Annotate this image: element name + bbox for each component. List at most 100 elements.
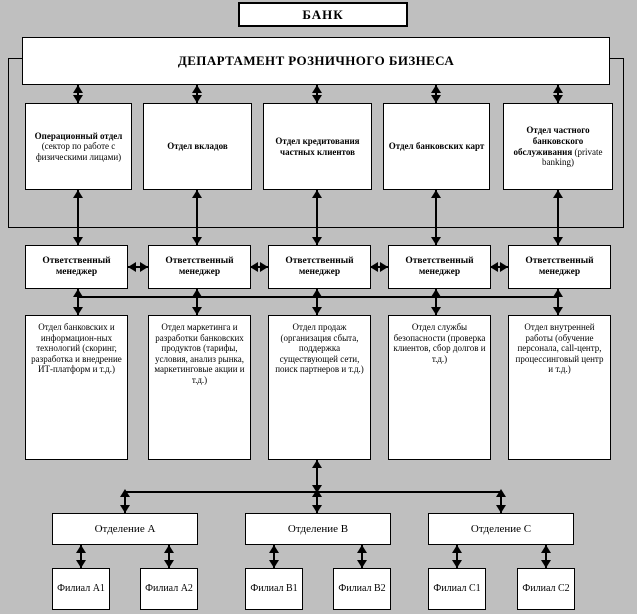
arrowhead-dept-3-down bbox=[431, 95, 441, 103]
arrowhead-mgr-func-1-down bbox=[192, 307, 202, 315]
node-branch-2: Отделение C bbox=[428, 513, 574, 545]
node-department-0-detail: (сектор по работе с физическими лицами) bbox=[35, 141, 122, 162]
arrowhead-branch-0-down bbox=[120, 505, 130, 513]
arrowhead-mgr-1-2-left bbox=[250, 262, 258, 272]
arrowhead-dept-mgr-0-down bbox=[73, 237, 83, 245]
arrowhead-office-4-up bbox=[452, 545, 462, 553]
arrowhead-sales-bus-up bbox=[312, 460, 322, 468]
arrowhead-dept-0-down bbox=[73, 95, 83, 103]
node-department-4-detail: (private banking) bbox=[542, 146, 603, 168]
node-function-3-label: Отдел службы безопасности (проверка клие… bbox=[393, 322, 486, 364]
arrowhead-office-0-up bbox=[76, 545, 86, 553]
node-department-0-title: Операционный отдел bbox=[34, 130, 123, 141]
node-manager-1: Ответственный менеджер bbox=[148, 245, 251, 289]
arrowhead-dept-4-up bbox=[553, 85, 563, 93]
node-branch-2-label: Отделение C bbox=[470, 522, 532, 535]
arrowhead-dept-mgr-1-down bbox=[192, 237, 202, 245]
arrowhead-branch-0-up bbox=[120, 489, 130, 497]
arrowhead-dept-2-up bbox=[312, 85, 322, 93]
connector-dept-3 bbox=[435, 85, 437, 103]
node-function-2: Отдел продаж (организация сбыта, поддерж… bbox=[268, 315, 371, 460]
node-manager-1-label: Ответственный менеджер bbox=[165, 255, 234, 277]
arrowhead-mgr-0-1-right bbox=[140, 262, 148, 272]
arrowhead-dept-mgr-1-up bbox=[192, 190, 202, 198]
node-function-2-label: Отдел продаж (организация сбыта, поддерж… bbox=[275, 322, 364, 375]
arrowhead-mgr-func-0-down bbox=[73, 307, 83, 315]
node-department-1: Отдел вкладов bbox=[143, 103, 252, 190]
arrowhead-dept-1-up bbox=[192, 85, 202, 93]
node-manager-4-label: Ответственный менеджер bbox=[525, 255, 594, 277]
connector-bus-branch-2 bbox=[500, 491, 502, 513]
node-department-2-title: Отдел кредитования частных клиентов bbox=[275, 135, 360, 157]
arrowhead-dept-mgr-2-down bbox=[312, 237, 322, 245]
arrowhead-office-5-up bbox=[541, 545, 551, 553]
arrowhead-dept-mgr-0-up bbox=[73, 190, 83, 198]
arrowhead-office-2-up bbox=[269, 545, 279, 553]
node-office-3-label: Филиал B2 bbox=[338, 583, 386, 595]
connector-mgr-3-4 bbox=[491, 266, 508, 268]
connector-branch-office-1 bbox=[168, 545, 170, 568]
node-office-0-label: Филиал A1 bbox=[57, 583, 105, 595]
node-manager-3-label: Ответственный менеджер bbox=[405, 255, 474, 277]
node-department-4: Отдел частного банковского обслуживания … bbox=[503, 103, 613, 190]
connector-dept-0 bbox=[77, 85, 79, 103]
arrowhead-mgr-3-4-right bbox=[500, 262, 508, 272]
arrowhead-office-4-down bbox=[452, 560, 462, 568]
arrowhead-dept-mgr-4-up bbox=[553, 190, 563, 198]
connector-mgr-func-1 bbox=[196, 289, 198, 315]
connector-mgr-0-1 bbox=[128, 266, 148, 268]
connector-dept-4 bbox=[557, 85, 559, 103]
node-office-0: Филиал A1 bbox=[52, 568, 110, 610]
connector-dept-mgr-4 bbox=[557, 190, 559, 245]
connector-dept-1 bbox=[196, 85, 198, 103]
arrowhead-dept-3-up bbox=[431, 85, 441, 93]
arrowhead-mgr-func-1-up bbox=[192, 289, 202, 297]
node-function-0-label: Отдел банковских и информацион-ных техно… bbox=[31, 322, 122, 375]
arrowhead-dept-1-down bbox=[192, 95, 202, 103]
node-office-5-label: Филиал C2 bbox=[522, 583, 570, 595]
connector-branch-office-3 bbox=[361, 545, 363, 568]
connector-mgr-func-0 bbox=[77, 289, 79, 315]
node-manager-4: Ответственный менеджер bbox=[508, 245, 611, 289]
arrowhead-dept-mgr-3-up bbox=[431, 190, 441, 198]
node-manager-3: Ответственный менеджер bbox=[388, 245, 491, 289]
node-department-3: Отдел банковских карт bbox=[383, 103, 490, 190]
arrowhead-dept-mgr-4-down bbox=[553, 237, 563, 245]
arrowhead-office-5-down bbox=[541, 560, 551, 568]
connector-dept-mgr-1 bbox=[196, 190, 198, 245]
connector-branch-office-2 bbox=[273, 545, 275, 568]
node-department-2: Отдел кредитования частных клиентов bbox=[263, 103, 372, 190]
arrowhead-office-2-down bbox=[269, 560, 279, 568]
node-branch-1-label: Отделение B bbox=[287, 522, 349, 535]
arrowhead-mgr-0-1-left bbox=[128, 262, 136, 272]
arrowhead-dept-mgr-3-down bbox=[431, 237, 441, 245]
arrowhead-mgr-func-2-down bbox=[312, 307, 322, 315]
arrowhead-mgr-func-2-up bbox=[312, 289, 322, 297]
arrowhead-mgr-func-0-up bbox=[73, 289, 83, 297]
arrowhead-mgr-1-2-right bbox=[260, 262, 268, 272]
node-function-4-label: Отдел внутренней работы (обучение персон… bbox=[515, 322, 604, 375]
node-manager-2-label: Ответственный менеджер bbox=[285, 255, 354, 277]
arrowhead-mgr-func-3-up bbox=[431, 289, 441, 297]
connector-dept-2 bbox=[316, 85, 318, 103]
node-office-1-label: Филиал A2 bbox=[145, 583, 193, 595]
node-manager-0: Ответственный менеджер bbox=[25, 245, 128, 289]
connector-bus-branch-1 bbox=[316, 491, 318, 513]
node-bank-label: БАНК bbox=[302, 6, 344, 22]
node-function-1: Отдел маркетинга и разработки банковских… bbox=[148, 315, 251, 460]
node-department-1-title: Отдел вкладов bbox=[167, 141, 228, 152]
connector-branch-office-0 bbox=[80, 545, 82, 568]
node-office-2: Филиал B1 bbox=[245, 568, 303, 610]
arrowhead-dept-mgr-2-up bbox=[312, 190, 322, 198]
node-branch-0-label: Отделение A bbox=[94, 522, 156, 535]
connector-branch-office-4 bbox=[456, 545, 458, 568]
arrowhead-branch-1-up bbox=[312, 489, 322, 497]
arrowhead-mgr-func-3-down bbox=[431, 307, 441, 315]
arrowhead-branch-1-down bbox=[312, 505, 322, 513]
node-branch-0: Отделение A bbox=[52, 513, 198, 545]
arrowhead-office-3-up bbox=[357, 545, 367, 553]
arrowhead-mgr-func-4-down bbox=[553, 307, 563, 315]
connector-dept-mgr-3 bbox=[435, 190, 437, 245]
connector-bus-branch-0 bbox=[124, 491, 126, 513]
